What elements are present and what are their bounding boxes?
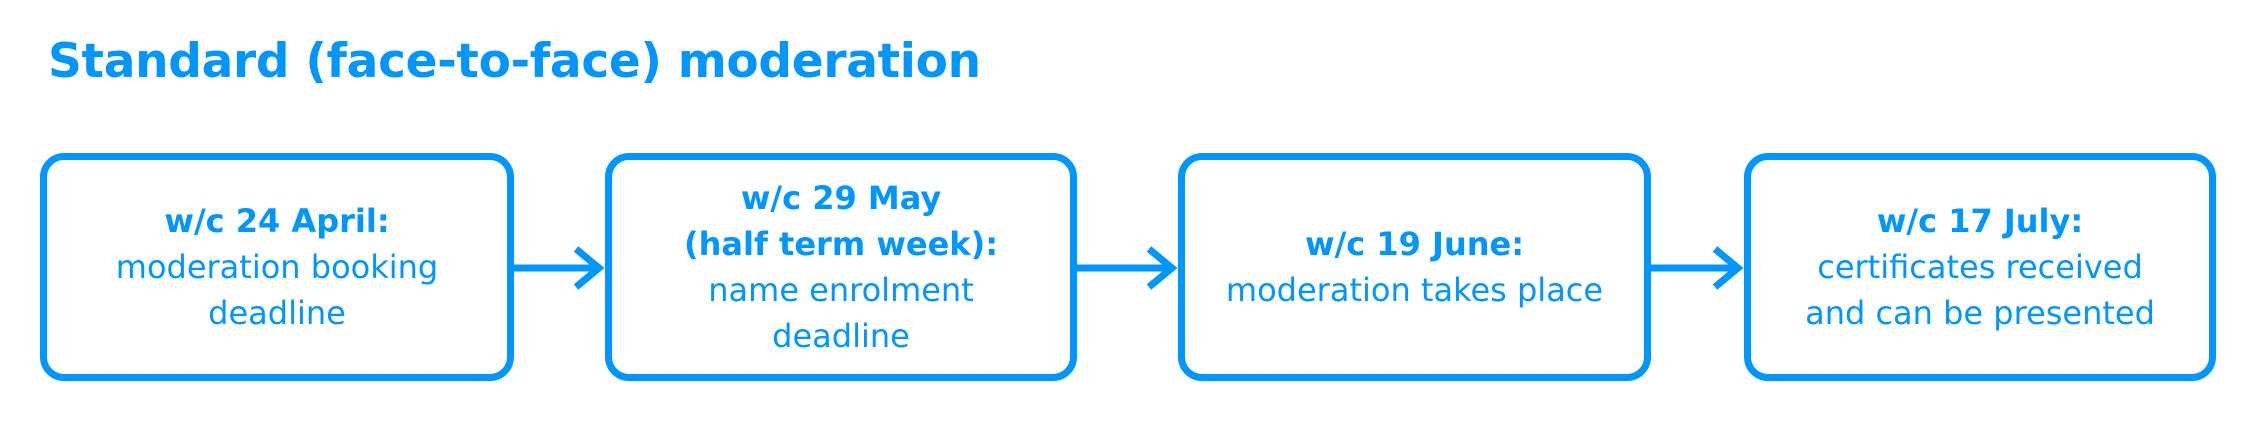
step-description-line: certificates received bbox=[1817, 248, 2143, 286]
step-date-detail: (half term week): bbox=[684, 225, 998, 263]
step-description-line: and can be presented bbox=[1805, 294, 2155, 332]
step-description-line: moderation booking bbox=[115, 248, 439, 286]
arrow-icon bbox=[514, 246, 605, 290]
step-date: w/c 17 July: bbox=[1876, 202, 2084, 240]
step-date: w/c 19 June: bbox=[1305, 225, 1524, 263]
step-box-booking-deadline: w/c 24 April: moderation booking deadlin… bbox=[40, 153, 514, 381]
arrow-icon bbox=[1077, 246, 1178, 290]
step-date: w/c 24 April: bbox=[164, 202, 390, 240]
step-box-enrolment-deadline: w/c 29 May (half term week): name enrolm… bbox=[605, 153, 1077, 381]
step-description-line: moderation takes place bbox=[1225, 271, 1604, 309]
step-date: w/c 29 May bbox=[740, 179, 942, 217]
step-description-line: deadline bbox=[208, 294, 346, 332]
step-description-line: deadline bbox=[772, 317, 910, 355]
step-description-line: name enrolment bbox=[708, 271, 974, 309]
diagram-title: Standard (face-to-face) moderation bbox=[48, 34, 981, 89]
step-box-moderation: w/c 19 June: moderation takes place bbox=[1178, 153, 1651, 381]
arrow-icon bbox=[1651, 246, 1744, 290]
step-box-certificates: w/c 17 July: certificates received and c… bbox=[1744, 153, 2216, 381]
